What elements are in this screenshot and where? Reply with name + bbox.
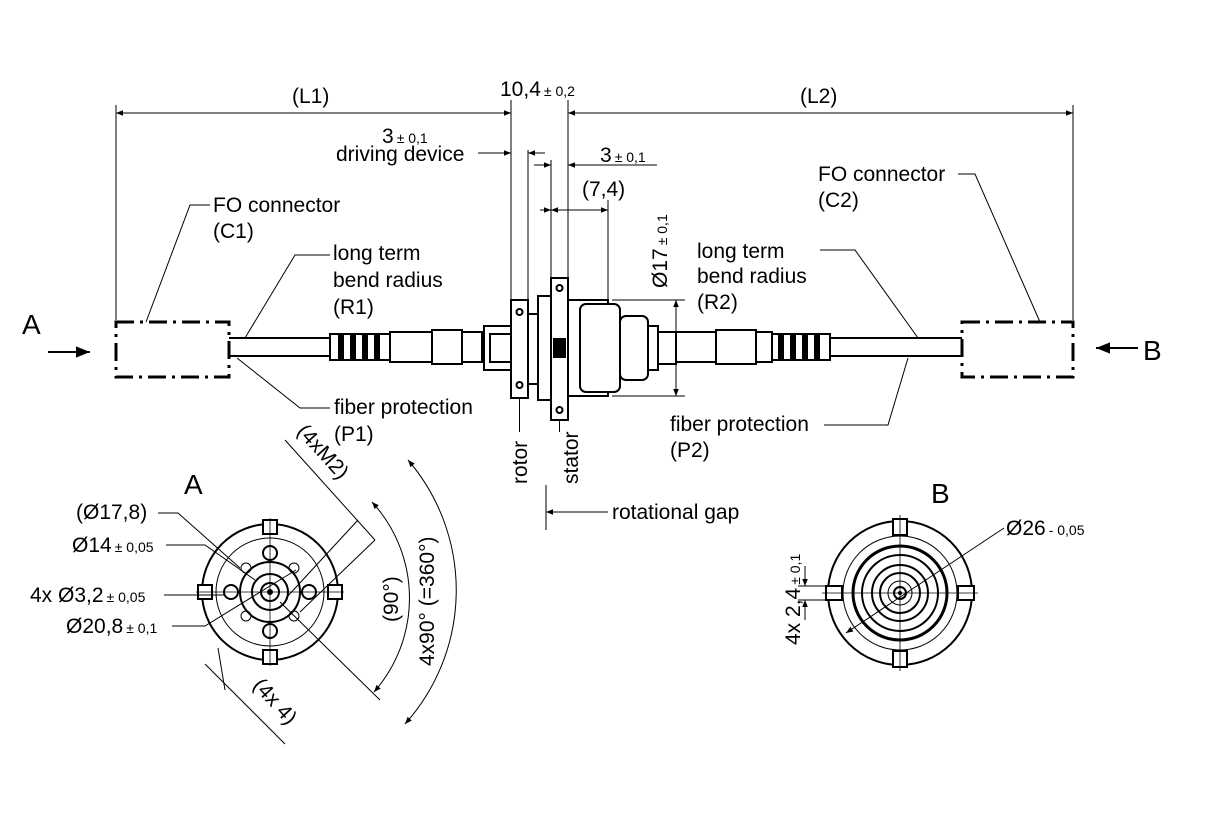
stator-dim-label: 3± 0,1	[600, 144, 646, 167]
svg-text:rotor: rotor	[509, 441, 532, 484]
callout-fo-connector-c1: FO connector (C1)	[145, 194, 340, 323]
callout-holes: 4x Ø3,2± 0,05	[30, 584, 224, 607]
dimension-stator: 3± 0,1	[534, 144, 657, 280]
callout-dia14: Ø14± 0,05	[72, 534, 256, 581]
svg-text:(R1): (R1)	[333, 296, 374, 319]
callout-fo-connector-c2: FO connector (C2)	[818, 163, 1041, 323]
dimension-l2: (L2)	[568, 85, 1074, 320]
callout-bend-radius-r1: long term bend radius (R1)	[244, 242, 443, 339]
width-main-label: 10,4± 0,2	[500, 78, 575, 101]
connector-c1	[114, 320, 231, 379]
rotor-label-group: rotor	[509, 398, 532, 484]
callout-dia26: Ø26- 0,05	[845, 517, 1085, 634]
svg-text:Ø20,8± 0,1: Ø20,8± 0,1	[66, 615, 157, 638]
svg-text:rotational gap: rotational gap	[612, 501, 739, 524]
fiber-right	[675, 329, 962, 365]
view-arrow-a: A	[22, 309, 90, 358]
callout-dia178: (Ø17,8)	[76, 501, 241, 569]
svg-text:(P2): (P2)	[670, 439, 710, 462]
driving-device-label: driving device	[336, 143, 464, 166]
view-a-flange	[196, 518, 344, 666]
dia17-label: Ø17± 0,1	[649, 214, 672, 288]
connector-c2	[960, 320, 1075, 379]
callout-angle-360: 4x90° (=360°)	[404, 459, 457, 725]
dimension-l1: (L1)	[115, 85, 511, 320]
svg-text:FO connector: FO connector	[213, 194, 340, 217]
svg-text:(90°): (90°)	[380, 576, 403, 622]
svg-text:(C2): (C2)	[818, 189, 859, 212]
svg-text:fiber protection: fiber protection	[334, 396, 473, 419]
view-a-title: A	[184, 469, 203, 500]
stator-label-group: stator	[559, 420, 583, 484]
svg-text:4x Ø3,2± 0,05: 4x Ø3,2± 0,05	[30, 584, 146, 607]
callout-slot4: (4x 4)	[204, 647, 301, 745]
dimension-10-4: 10,4± 0,2	[500, 78, 575, 300]
svg-text:(Ø17,8): (Ø17,8)	[76, 501, 147, 524]
callout-bend-radius-r2: long term bend radius (R2)	[697, 240, 919, 339]
svg-text:long term: long term	[697, 240, 785, 263]
driving-dim-label: 3± 0,1	[382, 125, 428, 148]
callout-dia208: Ø20,8± 0,1	[66, 569, 297, 638]
svg-text:4x90° (=360°): 4x90° (=360°)	[416, 537, 439, 666]
svg-text:(C1): (C1)	[213, 220, 254, 243]
view-b-flange	[822, 515, 978, 671]
callout-fiber-protection-p2: fiber protection (P2)	[670, 357, 909, 462]
rotary-joint	[483, 277, 677, 421]
svg-text:stator: stator	[560, 431, 583, 484]
fiber-left	[229, 329, 483, 365]
svg-text:(R2): (R2)	[697, 291, 738, 314]
svg-text:(P1): (P1)	[334, 423, 374, 446]
dimension-driving-device: 3± 0,1 driving device	[336, 125, 545, 300]
view-arrow-b: B	[1096, 335, 1162, 366]
l2-label: (L2)	[800, 85, 837, 108]
svg-text:bend radius: bend radius	[333, 269, 443, 292]
svg-text:bend radius: bend radius	[697, 265, 807, 288]
l1-label: (L1)	[292, 85, 329, 108]
svg-text:long term: long term	[333, 242, 421, 265]
svg-text:B: B	[1143, 335, 1162, 366]
svg-text:Ø14± 0,05: Ø14± 0,05	[72, 534, 154, 557]
dimension-housing: (7,4)	[540, 178, 625, 300]
view-b-title: B	[931, 478, 950, 509]
svg-text:(4x 4): (4x 4)	[248, 674, 301, 729]
svg-text:Ø26- 0,05: Ø26- 0,05	[1006, 517, 1085, 540]
svg-text:FO connector: FO connector	[818, 163, 945, 186]
rotational-gap-group: rotational gap	[545, 485, 739, 530]
svg-text:4x 2,4± 0,1: 4x 2,4± 0,1	[782, 554, 805, 645]
housing-dim-label: (7,4)	[582, 178, 625, 201]
callout-fiber-protection-p1: fiber protection (P1)	[236, 357, 473, 446]
svg-text:A: A	[22, 309, 41, 340]
svg-text:fiber protection: fiber protection	[670, 413, 809, 436]
callout-slot24: 4x 2,4± 0,1	[782, 554, 826, 645]
